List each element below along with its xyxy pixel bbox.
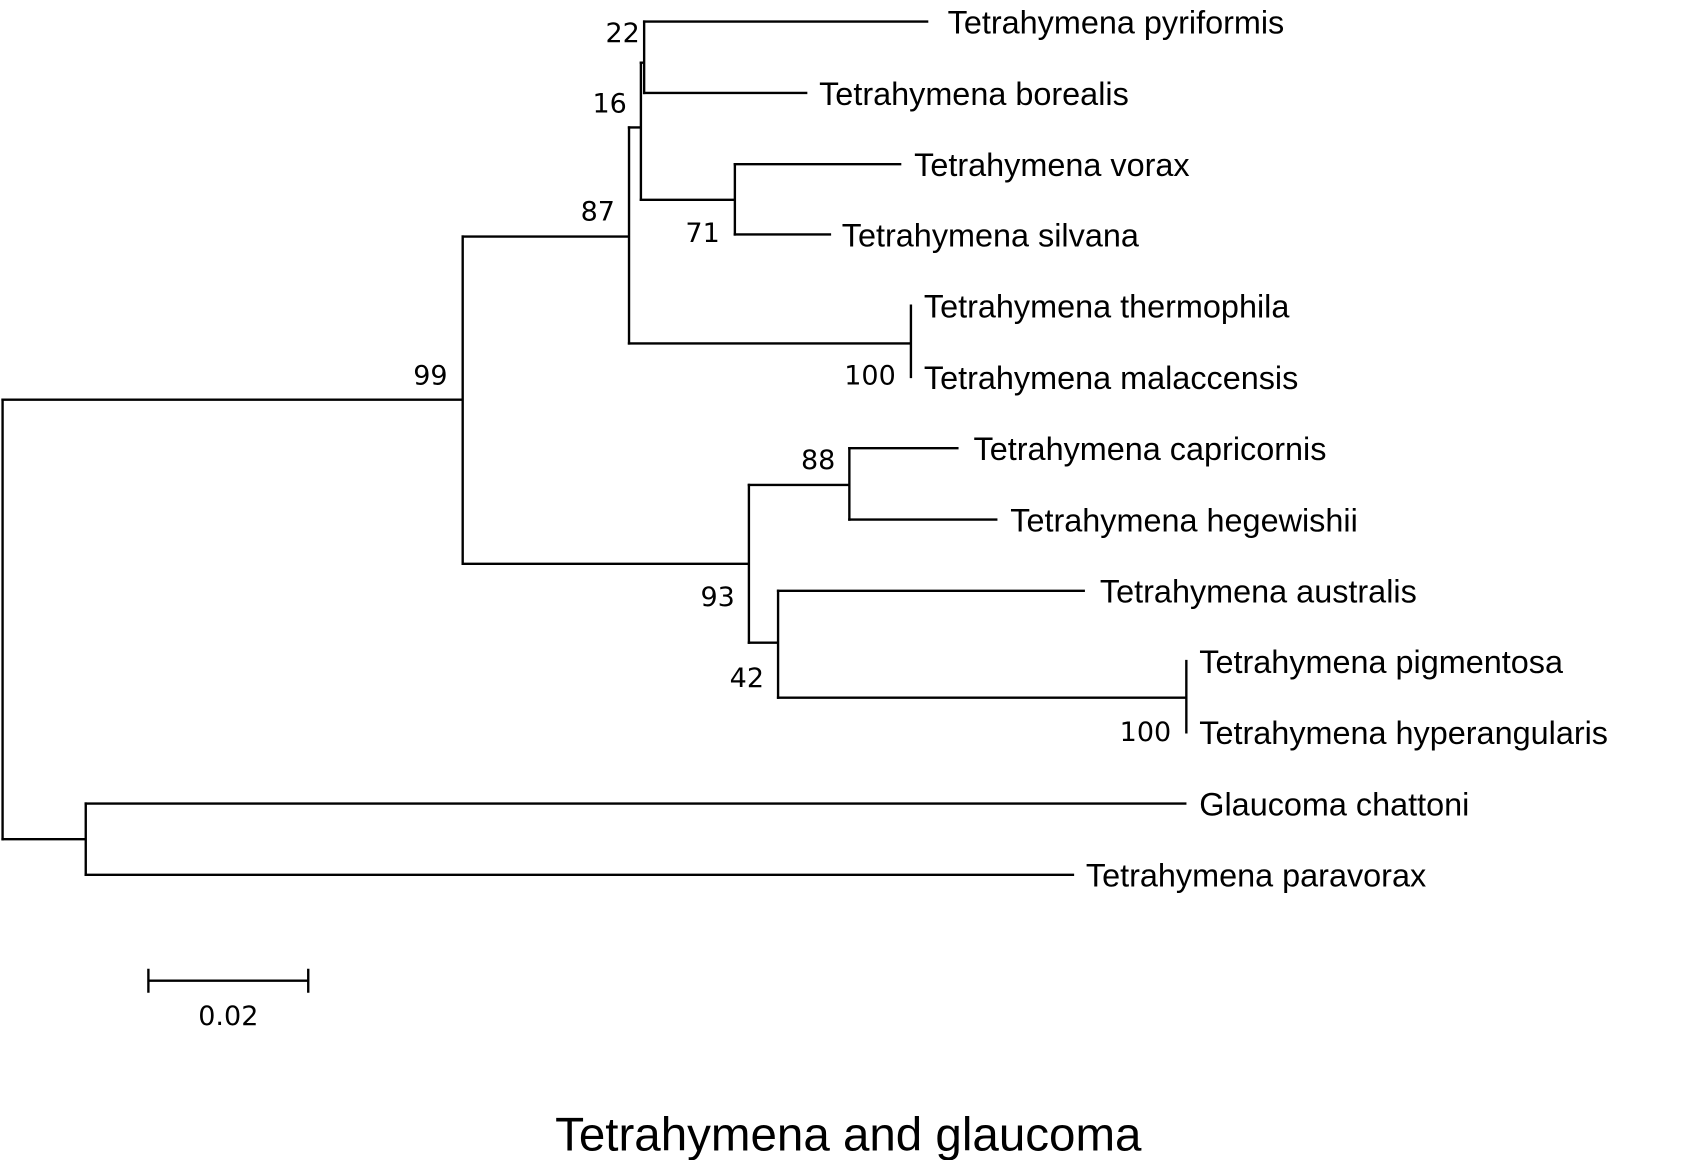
taxon-label: Tetrahymena thermophila (924, 289, 1290, 325)
branch-node-88 (747, 447, 851, 521)
branch-node-16 (627, 61, 643, 202)
bootstrap-values: 22 16 71 87 100 99 88 93 42 100 (413, 18, 1171, 748)
branch-node-93 (461, 483, 751, 644)
scale-bar-line (147, 968, 310, 993)
scale-bar: 0.02 (147, 968, 310, 1032)
taxon-labels: Tetrahymena pyriformis Tetrahymena borea… (819, 4, 1608, 893)
taxon-label: Tetrahymena capricornis (974, 431, 1327, 467)
taxon-label: Tetrahymena silvana (842, 217, 1140, 253)
taxon-label: Tetrahymena vorax (914, 147, 1189, 183)
bootstrap-label: 22 (605, 18, 639, 49)
bootstrap-label: 16 (593, 88, 627, 119)
taxon-label: Glaucoma chattoni (1199, 786, 1469, 822)
branch-thermophila-node (627, 304, 913, 379)
taxon-label: Tetrahymena pigmentosa (1199, 644, 1564, 680)
bootstrap-label: 93 (701, 582, 735, 613)
taxon-label: Tetrahymena malaccensis (924, 360, 1298, 396)
taxon-label: Tetrahymena borealis (819, 76, 1129, 112)
branch-pigmentosa-node (776, 659, 1188, 734)
branch-node-42 (747, 589, 780, 699)
bootstrap-label: 71 (685, 218, 719, 249)
taxon-label: Tetrahymena hyperangularis (1199, 715, 1608, 751)
taxon-label: Tetrahymena pyriformis (948, 4, 1285, 40)
branch-outgroup (1, 802, 87, 877)
bootstrap-label: 88 (801, 445, 835, 476)
bootstrap-label: 100 (1120, 717, 1172, 748)
branch-tetrahymena-clade (1, 235, 464, 565)
scale-bar-label: 0.02 (198, 1001, 258, 1032)
bootstrap-label: 42 (730, 663, 764, 694)
branch-node-71 (639, 162, 737, 236)
taxon-label: Tetrahymena hegewishii (1010, 502, 1358, 538)
branch-node-87 (461, 126, 631, 345)
figure-title: Tetrahymena and glaucoma (555, 1108, 1142, 1160)
taxon-label: Tetrahymena paravorax (1086, 858, 1426, 894)
bootstrap-label: 87 (581, 196, 615, 227)
bootstrap-label: 100 (844, 361, 896, 392)
taxon-label: Tetrahymena australis (1100, 574, 1417, 610)
bootstrap-label: 99 (413, 361, 447, 392)
tree-branches (1, 20, 1188, 877)
branch-node-22 (639, 20, 646, 95)
